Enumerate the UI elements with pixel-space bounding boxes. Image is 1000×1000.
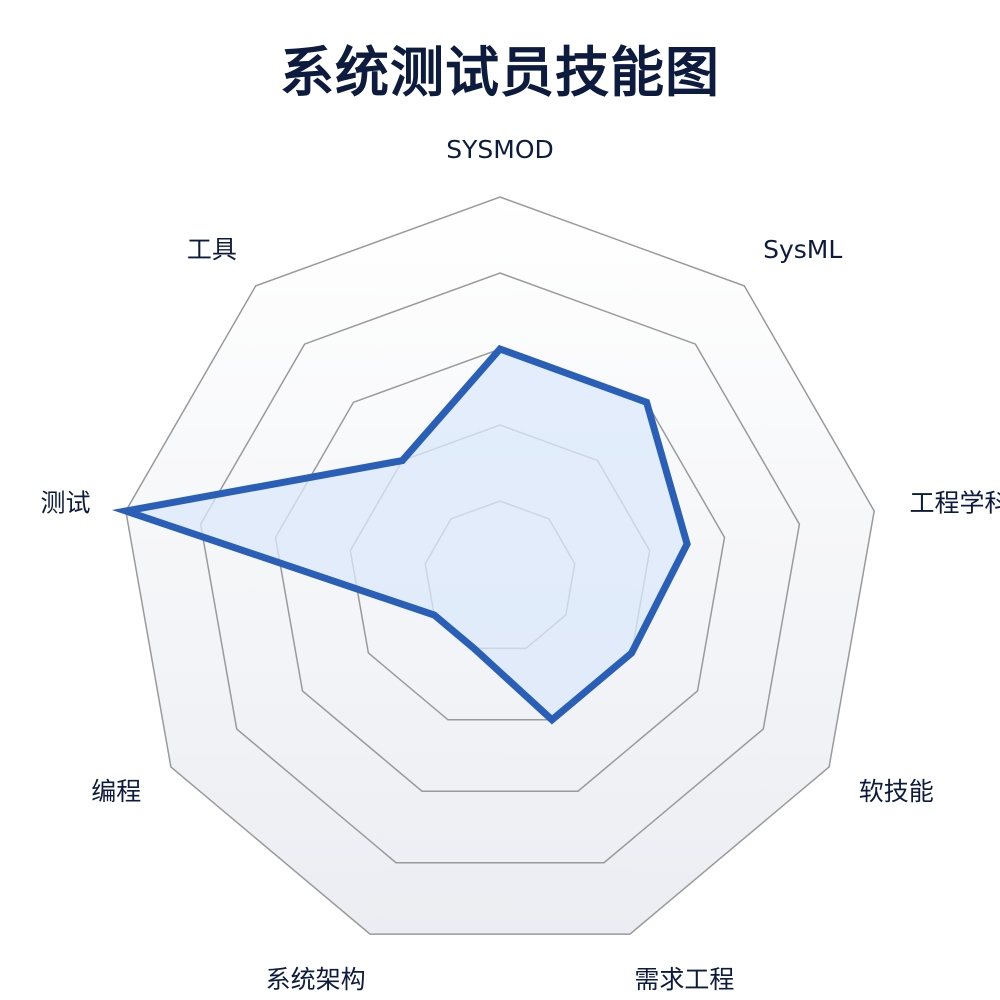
grid-ring-4 — [199, 272, 801, 864]
axis-label-7: 测试 — [40, 489, 90, 518]
grid-ring-3 — [274, 348, 726, 792]
chart-title: 系统测试员技能图 — [280, 41, 720, 104]
axis-label-4: 需求工程 — [634, 965, 734, 994]
axis-label-0: SYSMOD — [446, 135, 554, 164]
axis-label-5: 系统架构 — [266, 965, 366, 994]
axis-label-1: SysML — [763, 235, 842, 264]
radar-series — [111, 344, 691, 725]
series-polygon — [111, 344, 691, 725]
axis-label-8: 工具 — [187, 235, 237, 264]
axis-label-3: 软技能 — [859, 777, 934, 806]
axis-label-6: 编程 — [91, 777, 141, 806]
axis-label-2: 工程学科 — [910, 489, 1000, 518]
